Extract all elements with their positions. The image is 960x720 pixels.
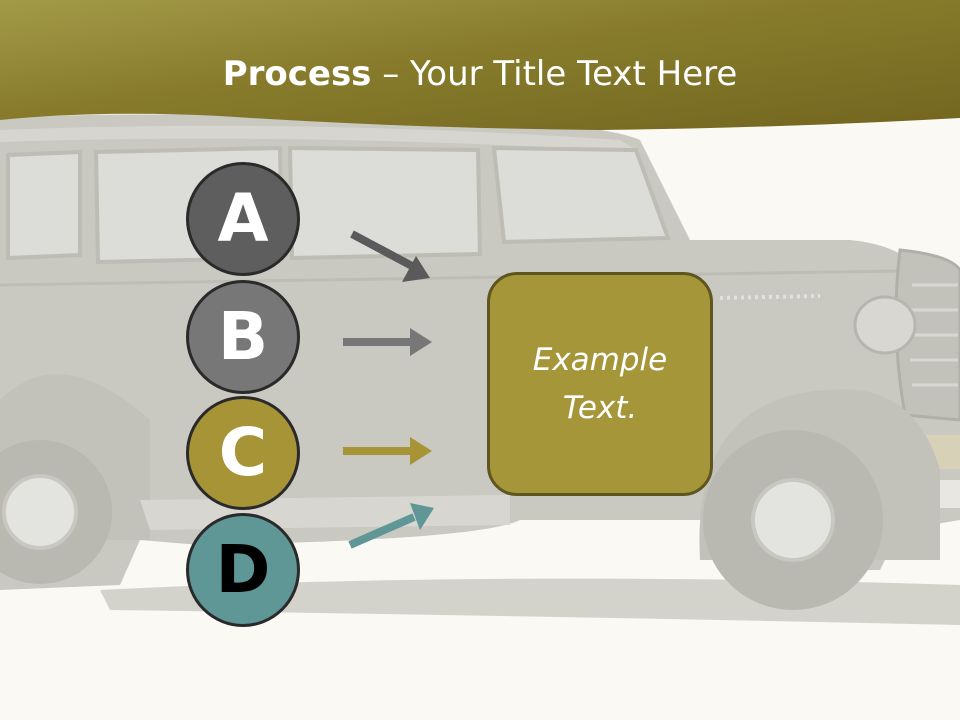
title-rest: – Your Title Text Here — [371, 54, 738, 94]
example-text-box: Example Text. — [487, 272, 713, 496]
step-c-circle: C — [186, 396, 300, 510]
step-d-circle: D — [186, 513, 300, 627]
title-banner — [0, 0, 960, 130]
step-a-circle: A — [186, 162, 300, 276]
title-bold: Process — [222, 54, 372, 94]
step-b-circle: B — [186, 280, 300, 394]
slide-title: Process – Your Title Text Here — [0, 52, 960, 96]
